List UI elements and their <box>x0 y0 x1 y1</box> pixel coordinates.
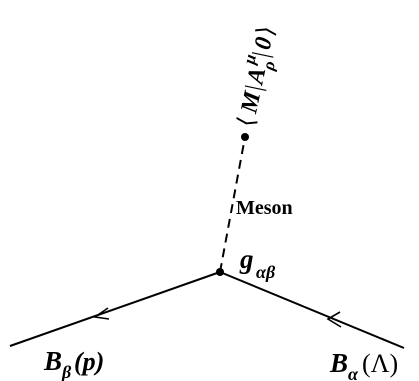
interaction-vertex <box>216 268 224 276</box>
coupling-subscript: αβ <box>256 262 276 282</box>
matrix-element-label: ⟨ M | A μ ρ | 0 ⟩ <box>233 24 280 130</box>
matrix-element-bar-1: | <box>241 83 267 93</box>
right-baryon-subscript: α <box>348 364 359 381</box>
left-line-arrow <box>92 307 110 320</box>
right-baryon-line <box>219 271 405 349</box>
matrix-element-subscript: ρ <box>258 59 279 73</box>
matrix-element-zero: 0 <box>250 35 278 52</box>
matrix-element-superscript: μ <box>239 52 260 66</box>
meson-label: Meson <box>236 197 293 219</box>
left-baryon-argument: (p) <box>74 347 104 376</box>
meson-endpoint <box>241 133 249 141</box>
right-baryon-argument: (Λ) <box>362 349 398 378</box>
left-baryon-symbol: B <box>43 346 62 376</box>
matrix-element-bar-2: | <box>248 50 274 60</box>
right-baryon-symbol: B <box>329 348 348 378</box>
meson-dashed-line <box>219 136 246 273</box>
right-line-arrow <box>326 311 342 328</box>
left-baryon-line <box>9 271 221 347</box>
left-baryon-subscript: β <box>61 362 72 381</box>
matrix-element-a: A <box>242 65 271 88</box>
matrix-element-open-bracket: ⟨ <box>233 115 260 130</box>
coupling-symbol: g <box>239 244 254 274</box>
